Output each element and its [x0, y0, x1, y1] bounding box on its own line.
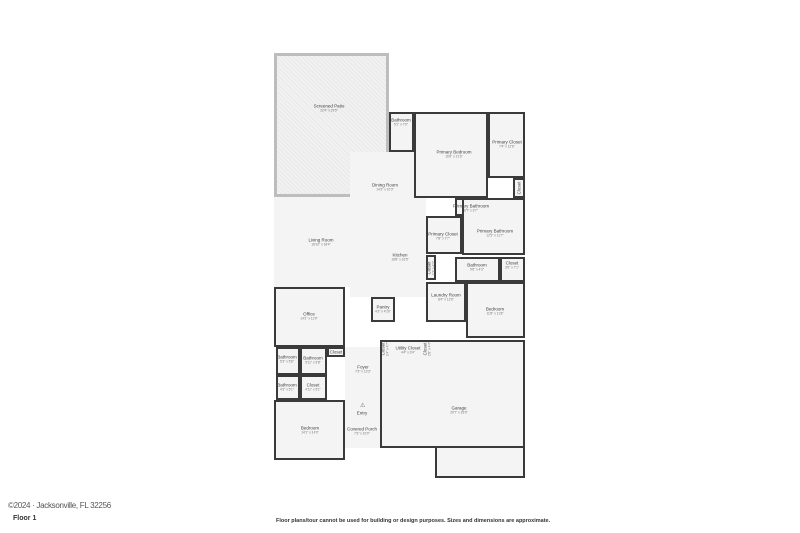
room [274, 53, 389, 197]
room [414, 112, 488, 198]
room [300, 375, 327, 400]
address-text: ©2024 · Jacksonville, FL 32256 [8, 501, 111, 510]
room [350, 152, 414, 198]
room [426, 282, 466, 322]
room [462, 198, 525, 255]
room [380, 340, 525, 448]
room [276, 375, 300, 400]
room [274, 197, 350, 287]
entry-warning-triangle-icon: ⚠ [360, 403, 366, 409]
room [371, 297, 395, 322]
garage-extension [435, 446, 525, 478]
room [500, 257, 525, 282]
room [488, 112, 525, 178]
room [466, 282, 525, 338]
room [345, 347, 380, 405]
room [276, 347, 300, 375]
room [274, 400, 345, 460]
room [300, 347, 327, 375]
room [345, 405, 380, 422]
room [327, 347, 345, 357]
room [345, 422, 380, 448]
room [513, 178, 525, 198]
room [389, 112, 414, 152]
room [426, 255, 436, 280]
disclaimer-text: Floor plans/tour cannot be used for buil… [276, 518, 551, 524]
floor-label: Floor 1 [13, 515, 37, 522]
room [426, 216, 462, 254]
room [274, 287, 345, 347]
room [350, 198, 426, 297]
room [455, 257, 500, 282]
